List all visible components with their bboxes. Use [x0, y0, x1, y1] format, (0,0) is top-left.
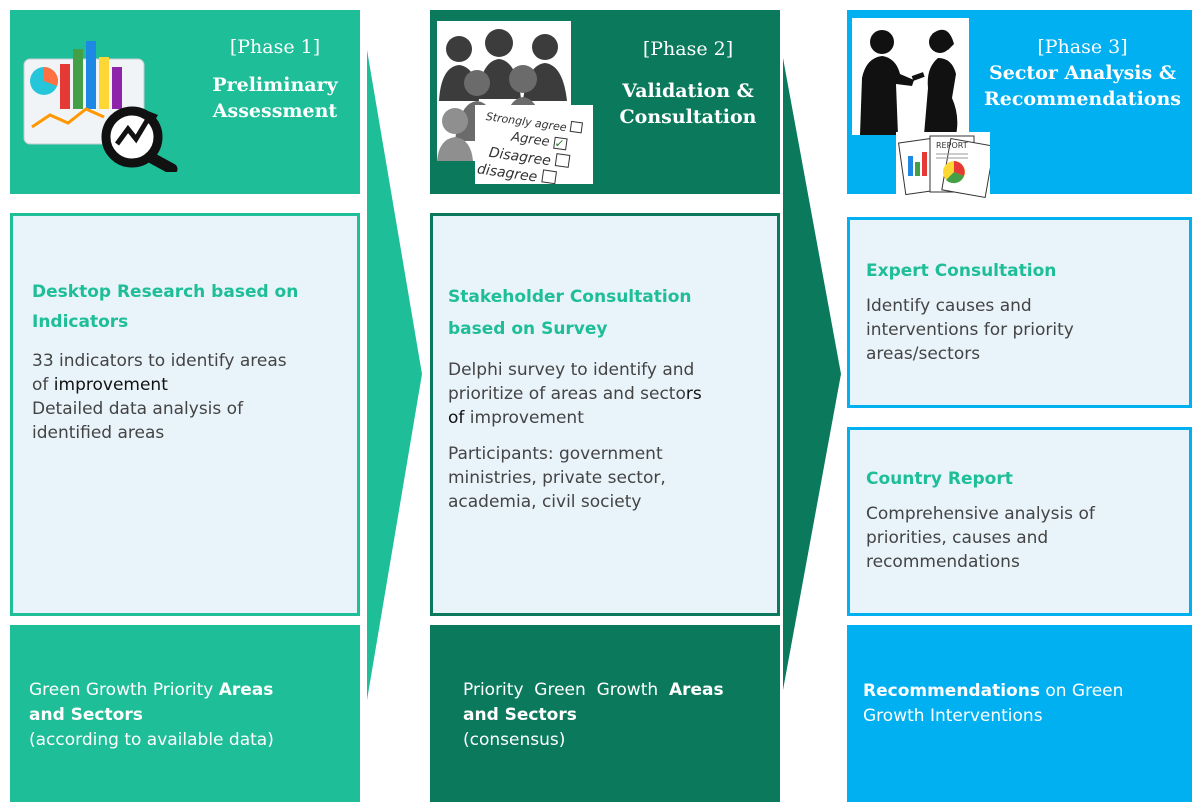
- phase1-output-bold2: and Sectors: [29, 705, 143, 725]
- phase1-output-line1: Green Growth Priority: [29, 680, 219, 700]
- report-papers-icon: REPORT: [896, 132, 995, 199]
- phase3-output-line1: on Green: [1039, 681, 1124, 701]
- phase1-text-line3: Detailed data analysis of: [32, 399, 244, 419]
- phase2-output: Priority Green Growth Areas and Sectors …: [430, 625, 780, 802]
- phase3-card1-line2: interventions for priority: [866, 320, 1074, 340]
- phase1-text-line4: identified areas: [32, 423, 165, 443]
- phase2-participants-line2: ministries, private sector,: [448, 468, 666, 488]
- phase3-card1-line3: areas/sectors: [866, 344, 981, 364]
- phase3-output-line2: Growth Interventions: [863, 706, 1043, 726]
- phase3-card2-line1: Comprehensive analysis of: [866, 504, 1095, 524]
- phase3-output-bold: Recommendations: [863, 681, 1040, 701]
- phase1-card-heading-line2: Indicators: [32, 312, 129, 332]
- phase2-tag: [Phase 2]: [642, 38, 734, 60]
- phase1-header: [Phase 1] Preliminary Assessment: [10, 10, 360, 194]
- phase3-card2-line3: recommendations: [866, 552, 1020, 572]
- phase1-output-bold1: Areas: [218, 680, 274, 700]
- phase1-name-line2: Assessment: [212, 100, 338, 122]
- phase2-output-bold1: Areas: [668, 680, 724, 700]
- phase3-card2-heading: Country Report: [866, 469, 1013, 489]
- phase3-name-line1: Sector Analysis &: [989, 62, 1176, 84]
- phase1-output: Green Growth Priority Areas and Sectors …: [10, 625, 360, 802]
- phase2-card: Stakeholder Consultation based on Survey…: [430, 213, 780, 616]
- phase2-text-line1: Delphi survey to identify and: [448, 360, 695, 380]
- phase3-card-report: Country Report Comprehensive analysis of…: [847, 427, 1192, 616]
- phase2-text-line2: prioritize of areas and secto: [448, 384, 686, 404]
- phase2-output-line3: (consensus): [463, 730, 566, 750]
- phase2-card-heading-line2: based on Survey: [448, 319, 608, 339]
- phase3-name-line2: Recommendations: [983, 88, 1181, 110]
- phase3-card-expert: Expert Consultation Identify causes and …: [847, 217, 1192, 408]
- phase3-tag: [Phase 3]: [1037, 36, 1128, 58]
- phase3-card2-line2: priorities, causes and: [866, 528, 1049, 548]
- phase2-output-line1: Priority Green Growth: [463, 680, 669, 700]
- phase1-card: Desktop Research based on Indicators 33 …: [10, 213, 360, 616]
- interview-report-icon: [852, 18, 969, 135]
- phase2-output-bold2: and Sectors: [463, 705, 577, 725]
- report-label: REPORT: [936, 141, 968, 150]
- phase2-name-line2: Consultation: [619, 106, 757, 128]
- phase1-text-line2: of: [32, 375, 54, 395]
- phase2-name-line1: Validation &: [622, 80, 754, 102]
- phase1-name-line1: Preliminary: [212, 74, 338, 96]
- chart-magnifier-icon: [20, 19, 184, 175]
- phase2-text-line3: improvement: [464, 408, 584, 428]
- phase1-output-line3: (according to available data): [29, 730, 274, 750]
- phase1-text-line2-dark: improvement: [53, 375, 168, 395]
- phase3-card1-heading: Expert Consultation: [866, 261, 1057, 281]
- phase2-arrow: [783, 58, 841, 690]
- phase2-participants-line1: Participants: government: [448, 444, 663, 464]
- phase3-card1-line1: Identify causes and: [866, 296, 1032, 316]
- phase2-text-line3-dark: of: [448, 408, 465, 428]
- phase3-header: REPORT [Phase 3] Sector Analysis & Recom…: [847, 10, 1192, 199]
- phase1-tag: [Phase 1]: [229, 36, 321, 58]
- phase1-text-line1: 33 indicators to identify areas: [32, 351, 287, 371]
- phase2-participants-line3: academia, civil society: [448, 492, 642, 512]
- phase1-card-heading-line1: Desktop Research based on: [32, 282, 299, 302]
- phase2-header: Strongly agree Agree ✓ Disagree ly disag…: [430, 10, 780, 194]
- phase3-output: Recommendations on Green Growth Interven…: [847, 625, 1192, 802]
- phase2-card-heading-line1: Stakeholder Consultation: [448, 287, 692, 307]
- phase1-arrow: [367, 50, 422, 700]
- survey-card: Strongly agree Agree ✓ Disagree ly disag…: [475, 105, 593, 184]
- phase2-text-line2-dark: rs: [685, 384, 702, 404]
